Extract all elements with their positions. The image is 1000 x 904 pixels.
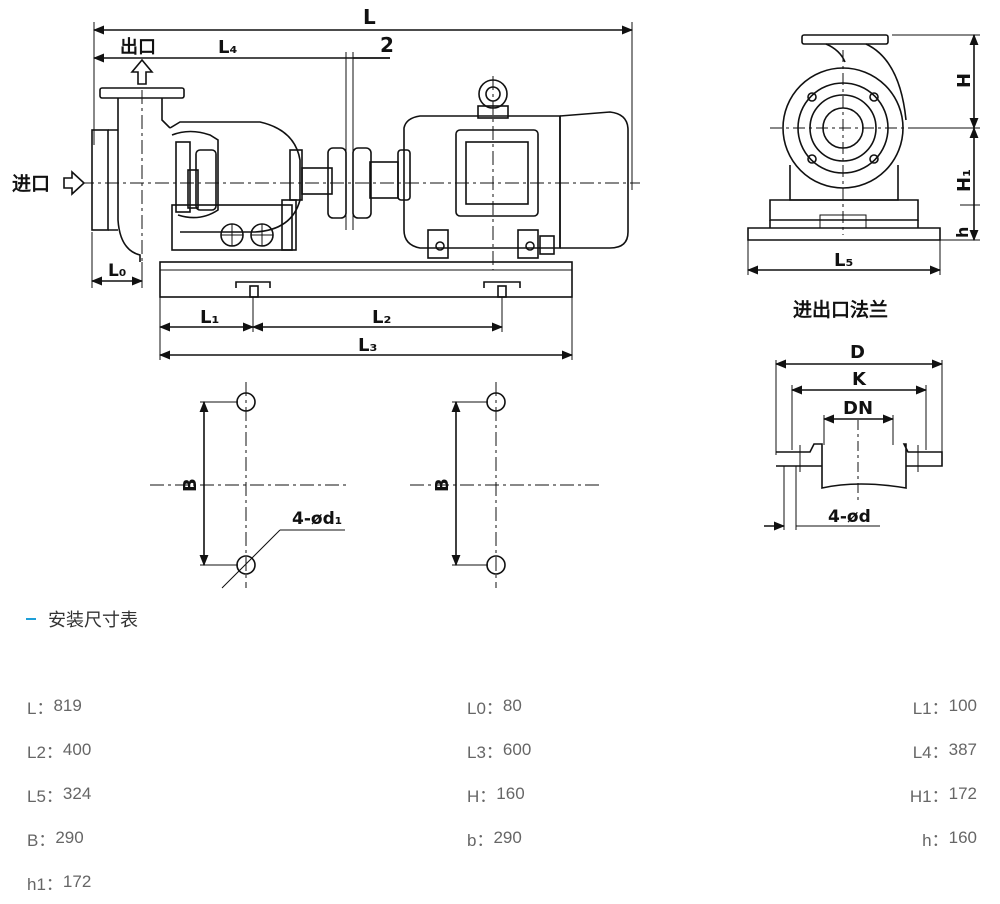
label-L0: L₀ xyxy=(108,261,126,281)
pump-casing xyxy=(91,87,303,262)
spec-item: L1100 xyxy=(913,684,977,728)
label-B-left: B xyxy=(180,478,201,492)
spec-value: 160 xyxy=(948,828,977,847)
pump-installation-drawing: L L₄ 出口 2 进口 L₀ L₁ L₂ L₃ B B 4-ød₁ H H₁ … xyxy=(12,5,980,589)
label-L5: L₅ xyxy=(834,250,853,271)
bolt-plan-left xyxy=(150,382,350,589)
section-header: 安装尺寸表 xyxy=(26,606,138,632)
spec-label: H1 xyxy=(910,782,949,807)
spec-item: b290 xyxy=(467,816,907,860)
spec-value: 172 xyxy=(948,784,977,803)
section-accent-bar xyxy=(26,618,36,620)
base-plate xyxy=(159,261,573,298)
bolt-plan-right xyxy=(410,382,600,588)
spec-item: h160 xyxy=(922,816,977,860)
spec-label: L1 xyxy=(913,694,949,719)
spec-value: 172 xyxy=(62,872,92,891)
flange-detail xyxy=(764,359,944,531)
label-D: D xyxy=(850,342,865,363)
label-outlet: 出口 xyxy=(120,36,156,58)
pump-end-view xyxy=(746,33,980,275)
label-two: 2 xyxy=(380,33,394,57)
spec-label: H xyxy=(467,782,496,807)
label-L3: L₃ xyxy=(358,335,377,356)
motor xyxy=(397,79,629,259)
label-B-right: B xyxy=(432,478,453,492)
spec-value: 387 xyxy=(948,740,977,759)
label-H1: H₁ xyxy=(954,169,975,192)
spec-label: L5 xyxy=(27,782,63,807)
dim-L1-L2 xyxy=(158,297,573,360)
section-title: 安装尺寸表 xyxy=(48,610,138,631)
outlet-arrow-icon xyxy=(130,58,154,85)
dim-L xyxy=(92,22,634,190)
spec-label: L3 xyxy=(467,738,503,763)
spec-label: h xyxy=(922,826,948,851)
spec-value: 160 xyxy=(496,784,525,803)
dim-L0 xyxy=(90,232,144,288)
label-L: L xyxy=(363,5,376,29)
spec-item: L819 xyxy=(27,684,467,728)
spec-label: L xyxy=(27,694,53,719)
spec-item: H1172 xyxy=(910,772,977,816)
spec-label: L2 xyxy=(27,738,63,763)
spec-item: H160 xyxy=(467,772,907,816)
label-L1: L₁ xyxy=(200,307,219,328)
spec-value: 400 xyxy=(62,740,92,759)
spec-item: L2400 xyxy=(27,728,467,772)
spec-value: 819 xyxy=(53,696,82,715)
spec-item: B290 xyxy=(27,816,467,860)
spec-table: L819 L080 L1100 L2400 L3600 L4387 L5324 … xyxy=(27,684,977,904)
label-inlet: 进口 xyxy=(12,173,50,195)
spec-label: B xyxy=(27,826,55,851)
spec-label: b xyxy=(467,826,493,851)
label-L4: L₄ xyxy=(218,37,237,58)
spec-value: 324 xyxy=(62,784,92,803)
spec-value: 290 xyxy=(55,828,84,847)
spec-label: L4 xyxy=(913,738,949,763)
label-bolt-holes: 4-ød₁ xyxy=(292,509,342,529)
label-L2: L₂ xyxy=(372,307,391,328)
label-H: H xyxy=(954,73,975,88)
spec-item: L080 xyxy=(467,684,907,728)
spec-value: 100 xyxy=(948,696,977,715)
label-DN: DN xyxy=(843,398,873,419)
coupling xyxy=(301,147,399,219)
spec-label: L0 xyxy=(467,694,503,719)
spec-label: h1 xyxy=(27,870,63,895)
spec-item: L4387 xyxy=(913,728,977,772)
spec-value: 290 xyxy=(493,828,522,847)
spec-item: L5324 xyxy=(27,772,467,816)
label-flange-bolts: 4-ød xyxy=(828,507,871,527)
inlet-arrow-icon xyxy=(63,170,86,196)
spec-item: L3600 xyxy=(467,728,907,772)
spec-value: 80 xyxy=(502,696,522,715)
spec-item: h1172 xyxy=(27,860,467,904)
spec-value: 600 xyxy=(502,740,532,759)
label-h: h xyxy=(953,227,972,238)
label-K: K xyxy=(852,369,867,390)
flange-title: 进出口法兰 xyxy=(793,298,888,321)
